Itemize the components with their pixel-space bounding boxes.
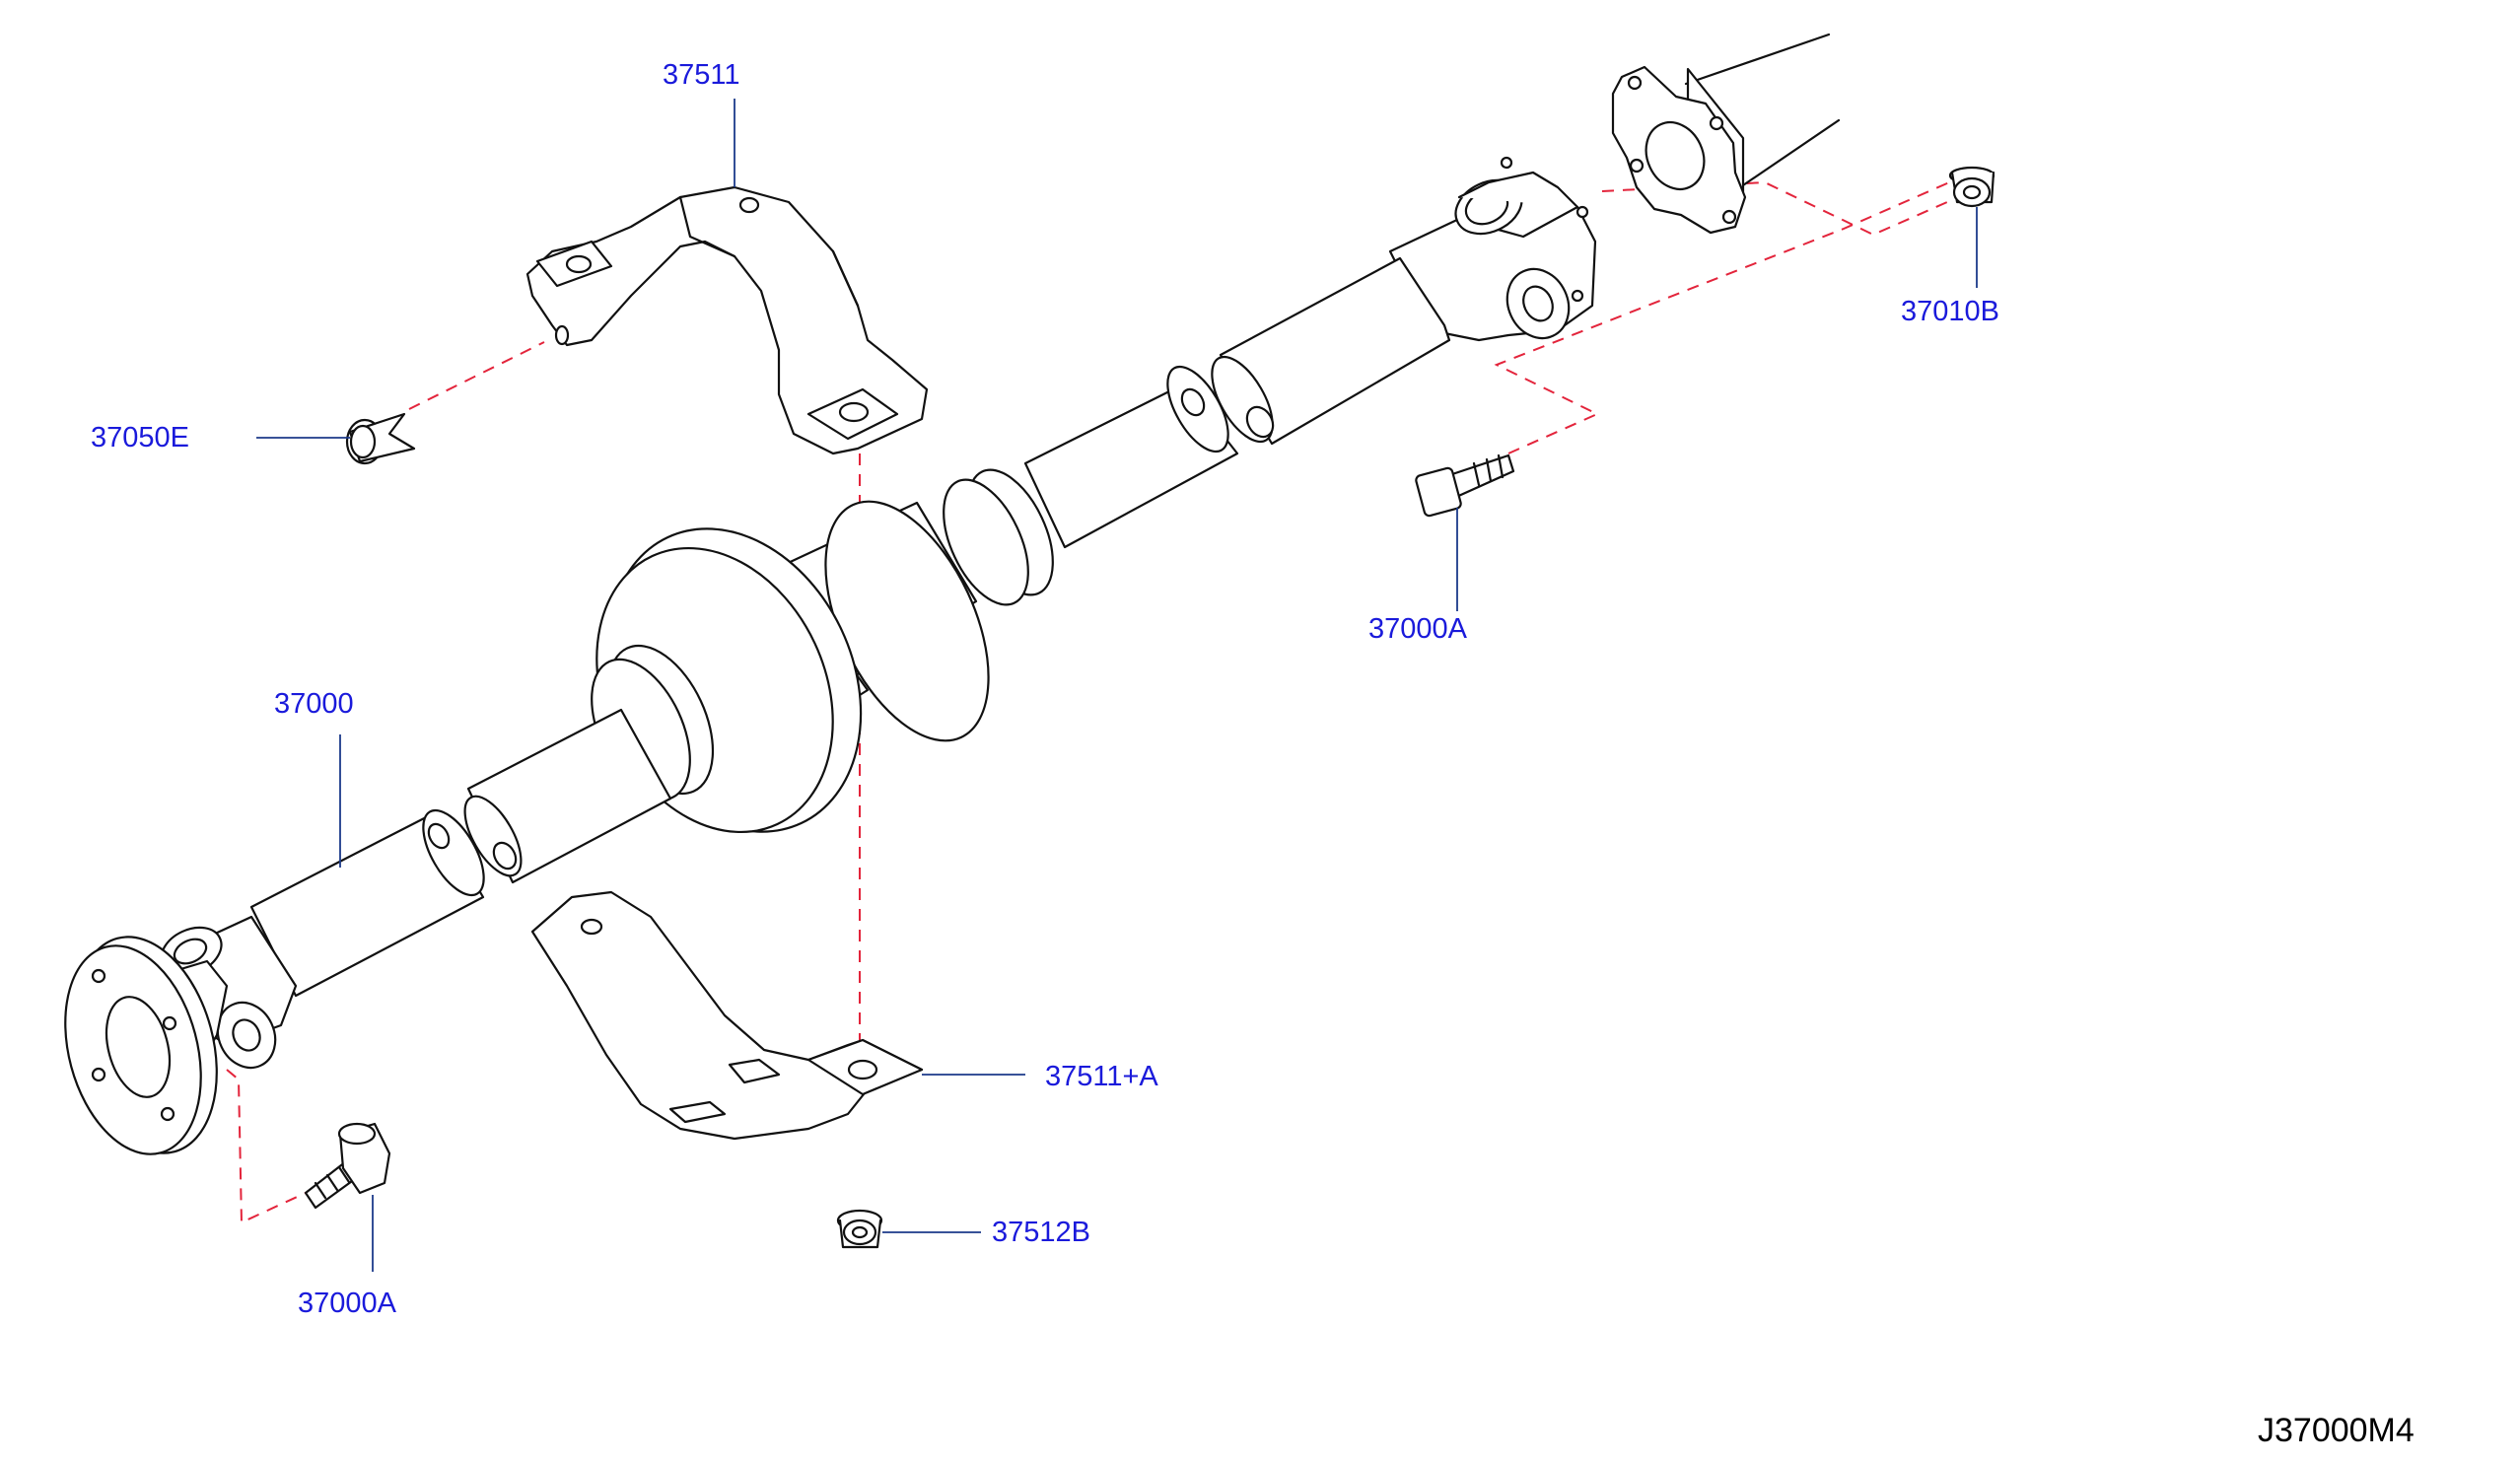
part-label-37000[interactable]: 37000 [274, 688, 354, 720]
part-label-37511[interactable]: 37511 [663, 59, 740, 91]
front-stub-shaft [463, 708, 672, 884]
front-flange [64, 936, 218, 1155]
part-label-37511a[interactable]: 37511+A [1045, 1061, 1158, 1092]
flange-nut-drawing [1948, 166, 1995, 208]
leader-lines [256, 99, 1978, 1272]
front-bolt-drawing [304, 1122, 391, 1210]
front-shaft-tube [249, 808, 485, 998]
upper-bracket-drawing [525, 185, 929, 455]
drawing-code: J37000M4 [2258, 1412, 2415, 1449]
rear-universal-joint [1388, 156, 1597, 342]
rear-shaft-tube [1211, 256, 1451, 446]
part-label-37010b[interactable]: 37010B [1901, 296, 1999, 327]
grommet-clip-drawing [345, 412, 416, 465]
lower-bracket-drawing [530, 890, 924, 1141]
part-label-37000a-rear[interactable]: 37000A [1368, 613, 1467, 645]
rear-flange-plate [1611, 65, 1747, 235]
rear-bolt-drawing [1415, 453, 1515, 518]
middle-shaft-tube [1023, 365, 1239, 549]
part-label-37000a-front[interactable]: 37000A [298, 1288, 396, 1319]
part-label-37050e[interactable]: 37050E [91, 422, 189, 453]
part-label-37512b[interactable]: 37512B [992, 1217, 1090, 1248]
bracket-nut-drawing [836, 1209, 883, 1249]
